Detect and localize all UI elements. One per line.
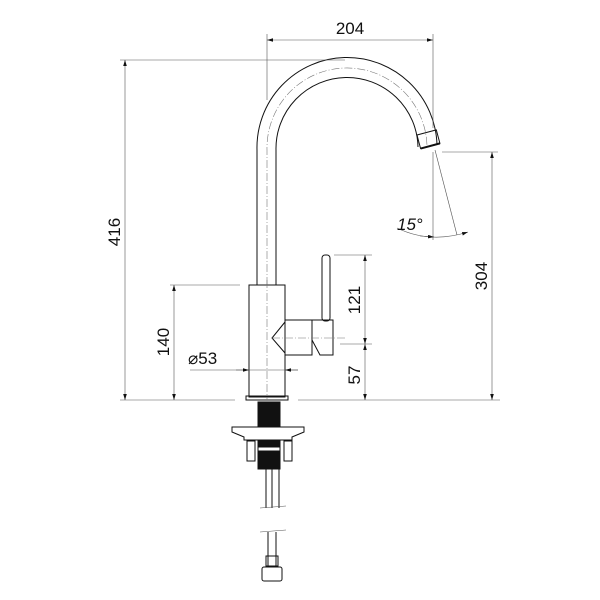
- dimension-lever-height: 121: [334, 254, 372, 345]
- dimension-body-diameter: ⌀53: [188, 349, 298, 372]
- dimension-label: 140: [154, 328, 173, 356]
- spout: [256, 57, 441, 285]
- spout-nozzle: [416, 129, 441, 150]
- dimension-spout-height: 304: [442, 151, 498, 400]
- dimension-label: ⌀53: [188, 349, 217, 368]
- dimension-label: 121: [345, 286, 364, 314]
- dimension-spout-reach: 204: [266, 19, 434, 128]
- dimension-label: 204: [336, 19, 364, 38]
- dimension-label: 57: [345, 366, 364, 385]
- dimension-body-height: 140: [154, 284, 240, 400]
- dimension-label: 15°: [397, 215, 423, 234]
- dimension-label: 304: [472, 262, 491, 290]
- mounting-assembly: [231, 401, 305, 582]
- dimension-total-height: 416: [105, 59, 345, 400]
- lever-handle: [271, 254, 345, 356]
- dimension-label: 416: [105, 218, 124, 246]
- dimension-spout-angle: 15°: [396, 149, 469, 240]
- dimension-lever-axis-height: 57: [345, 344, 367, 400]
- faucet-body: [245, 280, 289, 401]
